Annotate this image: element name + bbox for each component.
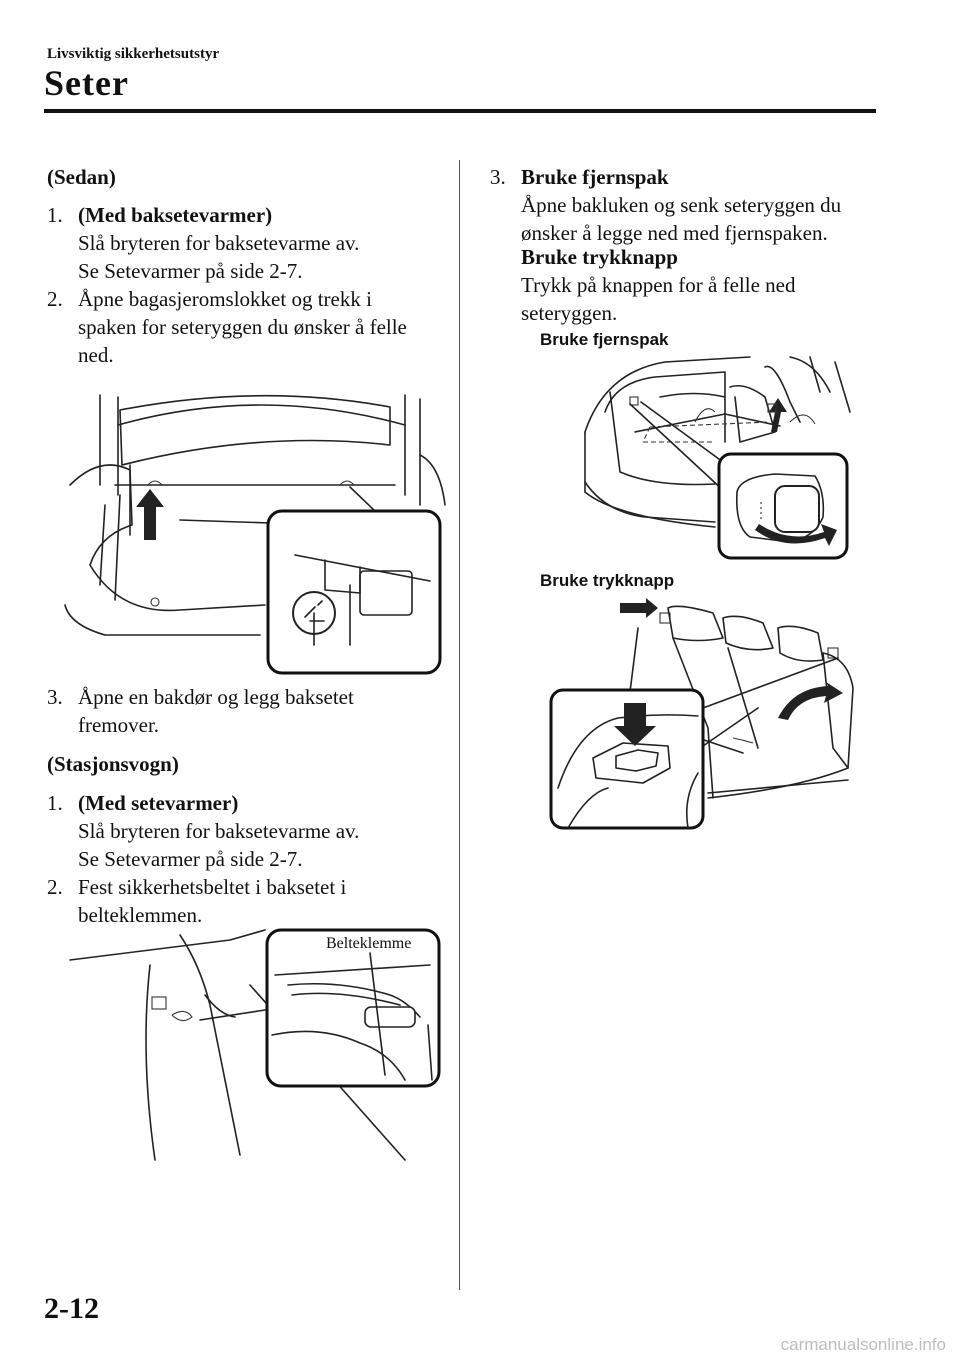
step-text: Slå bryteren for baksetevarme av. — [78, 819, 360, 843]
sedan-heading: (Sedan) — [47, 165, 116, 189]
step-text: Åpne en bakdør og legg baksetet — [78, 685, 354, 709]
figure-label-button: Bruke trykknapp — [540, 571, 675, 590]
title-rule — [44, 109, 876, 113]
step-text: seteryggen. — [521, 301, 618, 325]
step-text: belteklemmen. — [78, 903, 203, 927]
step-text: Åpne bagasjeromslokket og trekk i — [78, 287, 372, 311]
step-number: 2. — [47, 287, 63, 311]
step-number: 1. — [47, 203, 63, 227]
step-text: fremover. — [78, 713, 160, 737]
wagon-heading: (Stasjonsvogn) — [47, 752, 179, 776]
step-text: ned. — [78, 343, 114, 367]
step-text: Se Setevarmer på side 2-7. — [78, 259, 303, 283]
step-text: spaken for seteryggen du ønsker å felle — [78, 315, 407, 339]
column-divider — [459, 160, 460, 1290]
step-text: Fest sikkerhetsbeltet i baksetet i — [78, 875, 347, 899]
callout-belteklemme: Belteklemme — [326, 935, 412, 952]
step-text: Se Setevarmer på side 2-7. — [78, 847, 303, 871]
step-text: Trykk på knappen for å felle ned — [521, 273, 796, 297]
step-number: 1. — [47, 791, 63, 815]
push-button-illustration — [549, 598, 854, 830]
remote-lever-illustration — [584, 356, 851, 560]
step-title: Bruke fjernspak — [521, 165, 669, 189]
step-title: (Med baksetevarmer) — [78, 203, 273, 227]
section-label: Livsviktig sikkerhetsutstyr — [47, 46, 220, 62]
step-text: Slå bryteren for baksetevarme av. — [78, 231, 360, 255]
step-title: (Med setevarmer) — [78, 791, 239, 815]
sedan-trunk-illustration — [64, 394, 446, 675]
page-title: Seter — [44, 63, 129, 103]
step-number: 2. — [47, 875, 63, 899]
page-number: 2-12 — [44, 1292, 99, 1325]
step-text: Åpne bakluken og senk seteryggen du — [521, 193, 842, 217]
step-number: 3. — [490, 165, 506, 189]
step-number: 3. — [47, 685, 63, 709]
footer-brand: carmanualsonline.info — [780, 1335, 946, 1354]
belt-clip-illustration — [69, 928, 441, 1161]
step-text: ønsker å legge ned med fjernspaken. — [521, 221, 828, 245]
figure-label-lever: Bruke fjernspak — [540, 330, 669, 349]
sub-title: Bruke trykknapp — [521, 245, 678, 269]
